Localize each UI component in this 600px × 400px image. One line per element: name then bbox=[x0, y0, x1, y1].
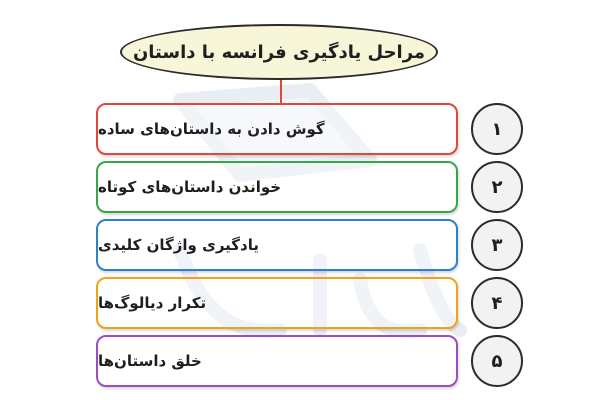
step-3-box: یادگیری واژگان کلیدی bbox=[96, 219, 458, 271]
step-1-label: گوش دادن به داستان‌های ساده bbox=[98, 120, 325, 138]
diagram-title-text: مراحل یادگیری فرانسه با داستان bbox=[132, 41, 426, 63]
step-1: گوش دادن به داستان‌های ساده ۱ bbox=[96, 103, 526, 157]
title-connector bbox=[280, 77, 282, 103]
diagram-title: مراحل یادگیری فرانسه با داستان bbox=[120, 24, 438, 80]
step-5: خلق داستان‌ها ۵ bbox=[96, 335, 526, 389]
step-4-label: تکرار دیالوگ‌ها bbox=[98, 294, 207, 312]
step-5-box: خلق داستان‌ها bbox=[96, 335, 458, 387]
step-4-box: تکرار دیالوگ‌ها bbox=[96, 277, 458, 329]
step-2-label: خواندن داستان‌های کوتاه bbox=[98, 178, 282, 196]
step-5-number: ۵ bbox=[471, 335, 523, 387]
step-1-number: ۱ bbox=[471, 103, 523, 155]
step-4: تکرار دیالوگ‌ها ۴ bbox=[96, 277, 526, 331]
step-4-number: ۴ bbox=[471, 277, 523, 329]
step-2: خواندن داستان‌های کوتاه ۲ bbox=[96, 161, 526, 215]
step-2-number: ۲ bbox=[471, 161, 523, 213]
step-3: یادگیری واژگان کلیدی ۳ bbox=[96, 219, 526, 273]
step-1-box: گوش دادن به داستان‌های ساده bbox=[96, 103, 458, 155]
step-3-label: یادگیری واژگان کلیدی bbox=[98, 236, 259, 254]
step-5-label: خلق داستان‌ها bbox=[98, 352, 202, 370]
step-2-box: خواندن داستان‌های کوتاه bbox=[96, 161, 458, 213]
step-3-number: ۳ bbox=[471, 219, 523, 271]
